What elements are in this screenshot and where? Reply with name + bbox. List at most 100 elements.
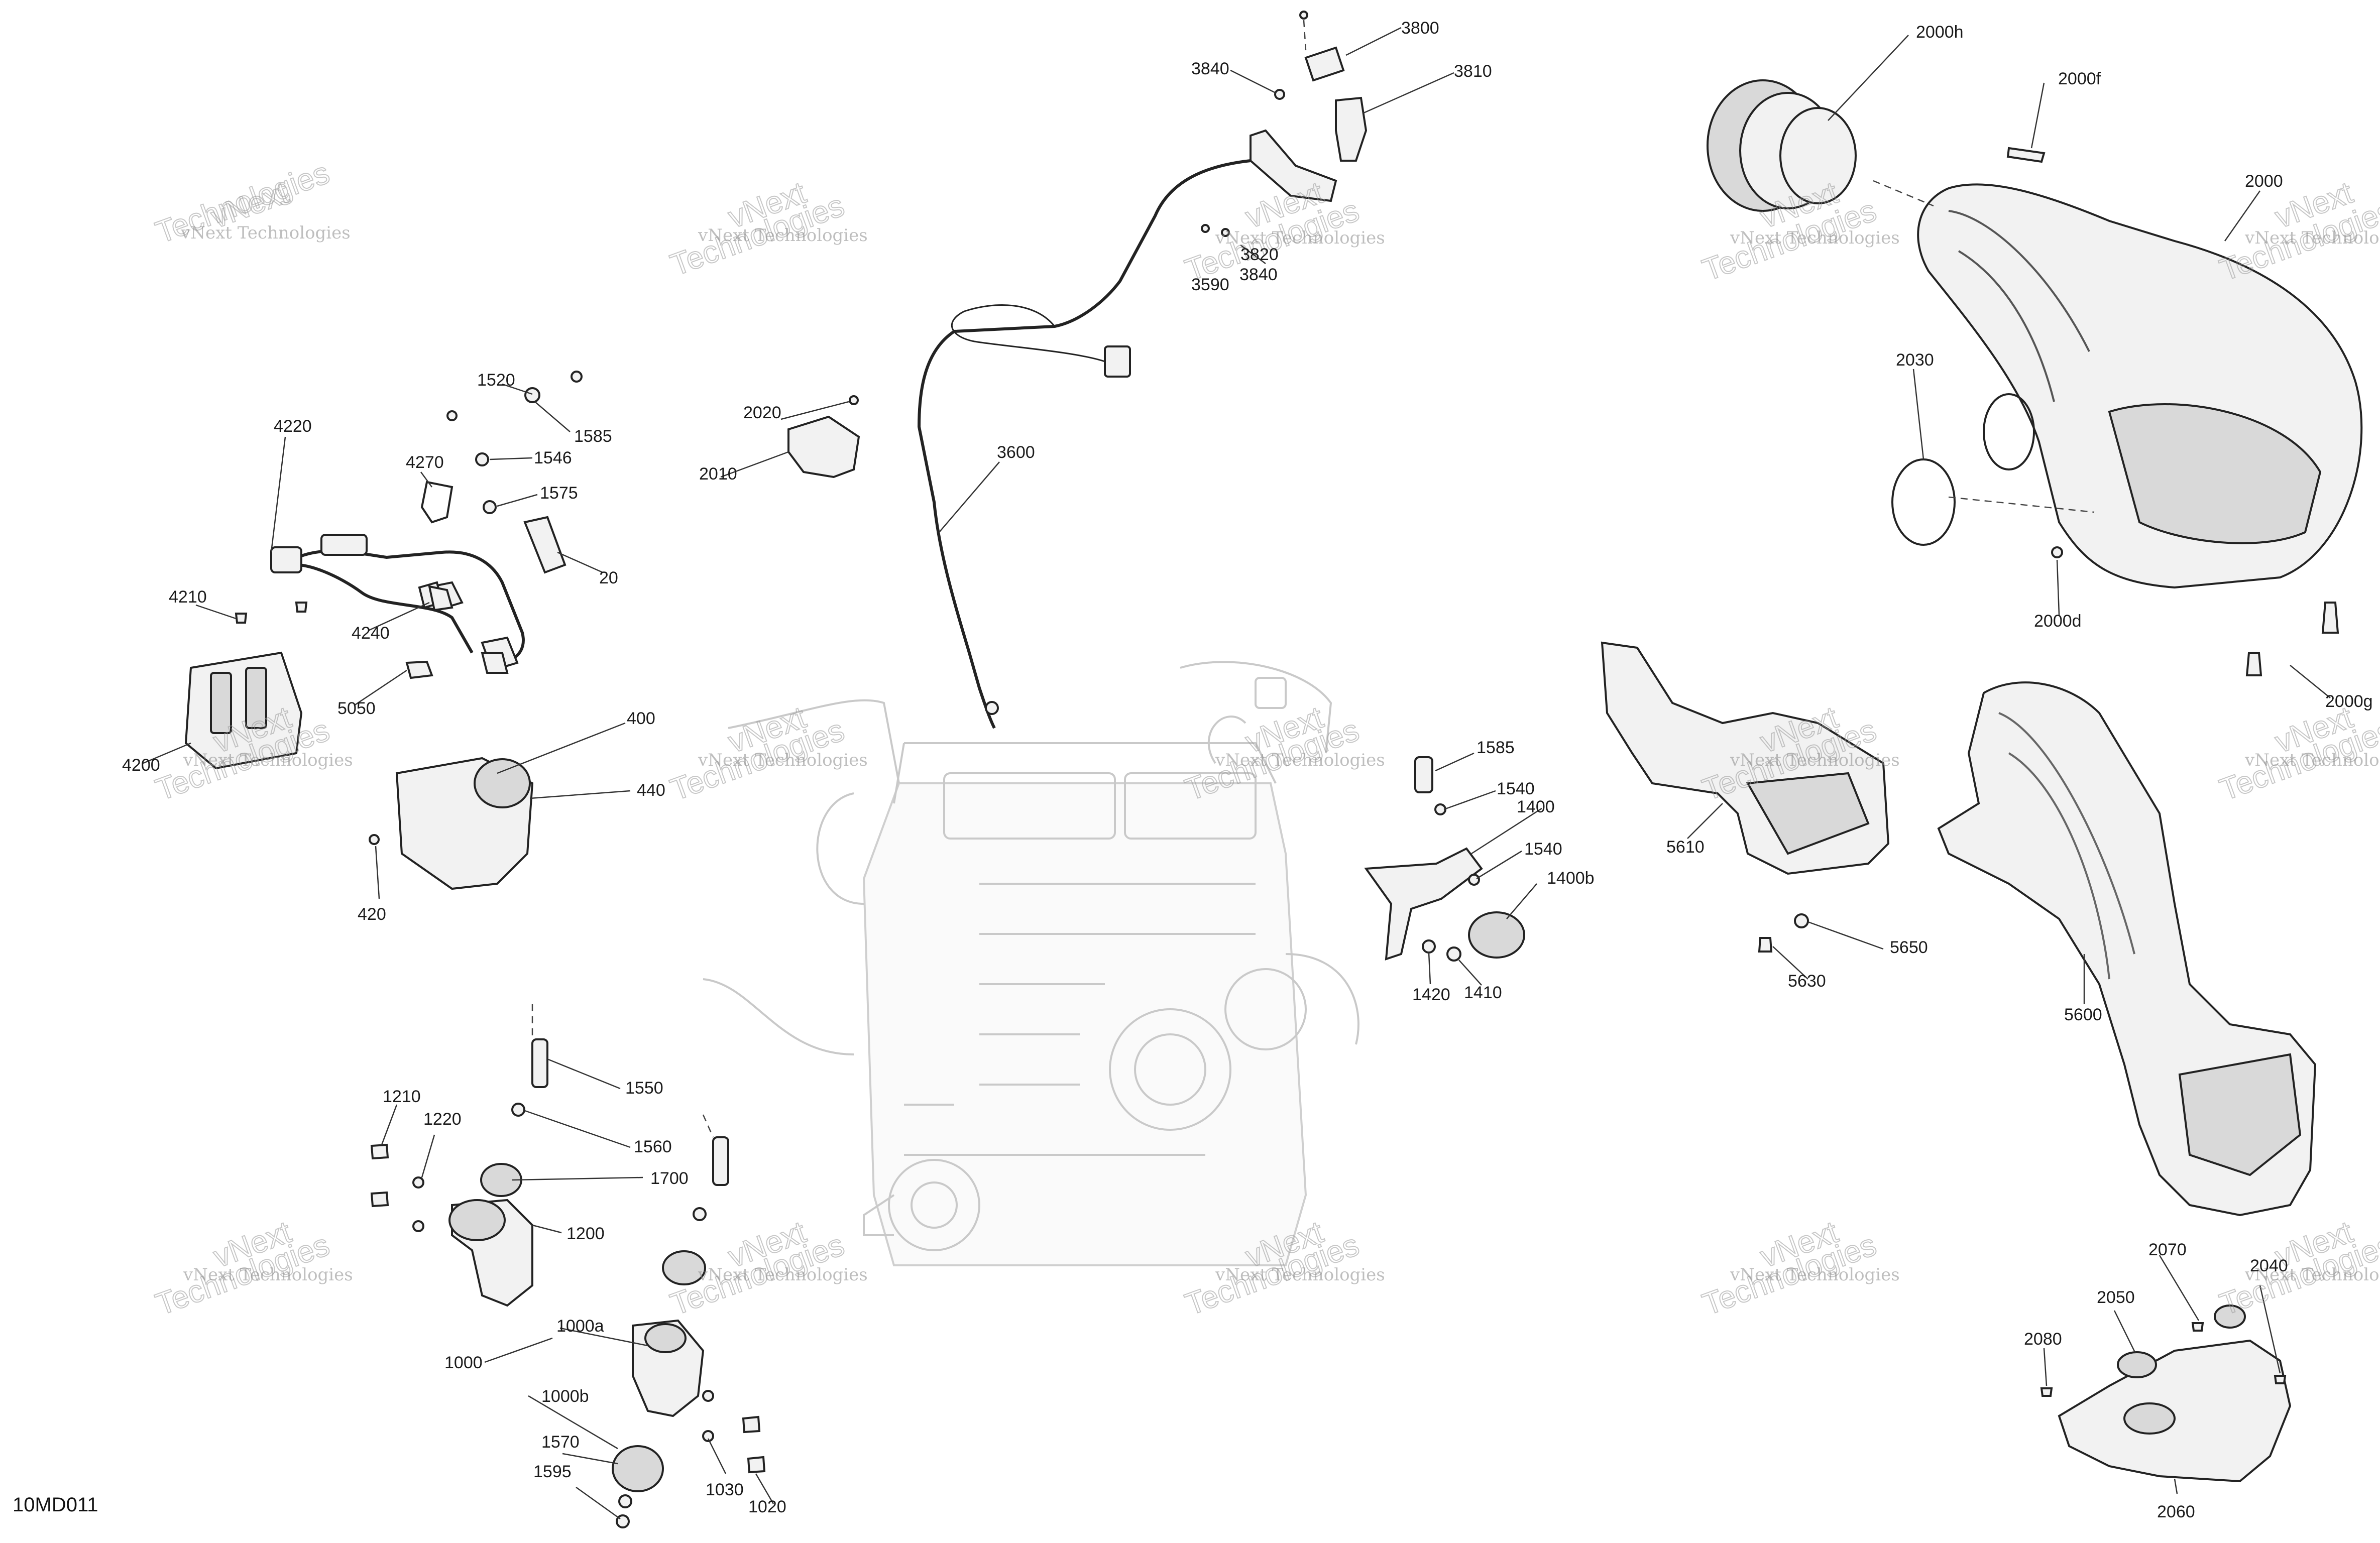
part-1585b [1414, 756, 1433, 793]
callout-5600: 5600 [2064, 1005, 2102, 1024]
callout-2000: 2000 [2245, 172, 2283, 191]
part-4270 [420, 481, 454, 524]
part-1210 [370, 1143, 389, 1160]
callout-2000g: 2000g [2325, 692, 2373, 711]
callout-1220: 1220 [423, 1110, 462, 1129]
callout-1520: 1520 [477, 371, 515, 390]
part-1220 [412, 1176, 424, 1189]
callout-1585: 1585 [1477, 738, 1515, 757]
callout-5610: 5610 [1666, 838, 1705, 857]
airbox-bracket-group [2040, 1304, 2292, 1483]
part-5630 [1758, 937, 1773, 953]
part-1575 [483, 500, 497, 514]
svg-text:vNext Technologies: vNext Technologies [180, 223, 351, 243]
svg-text:vNext Technologies: vNext Technologies [698, 1265, 868, 1285]
part-420 [369, 834, 380, 845]
callout-3600: 3600 [997, 443, 1035, 462]
engine-ghost-illustration [703, 661, 1359, 1266]
callout-2030: 2030 [1896, 350, 1934, 370]
air-intake-box-group [1707, 79, 2363, 676]
part-2060 [2058, 1339, 2292, 1483]
heat-shield-group [1601, 641, 2317, 1217]
callout-1570: 1570 [541, 1433, 580, 1452]
part-4240 [428, 585, 454, 612]
callout-4270: 4270 [406, 453, 444, 472]
callout-1560: 1560 [634, 1137, 672, 1156]
part-2080 [2040, 1387, 2053, 1397]
svg-text:vNext Technologies: vNext Technologies [2244, 750, 2380, 770]
callout-1020: 1020 [748, 1497, 786, 1516]
part-5050 [405, 660, 433, 679]
part-2010 [787, 415, 860, 479]
callout-labels: 3800 3840 3810 3820 3590 3840 3600 2000h… [13, 19, 2373, 1521]
part-3800 [1304, 46, 1345, 82]
svg-text:vNext Technologies: vNext Technologies [1730, 1265, 1900, 1285]
part-2020 [849, 395, 859, 405]
callout-2060: 2060 [2157, 1502, 2195, 1521]
callout-420: 420 [358, 905, 386, 924]
svg-text:vNext Technologies: vNext Technologies [698, 750, 868, 770]
part-2050 [2117, 1351, 2157, 1378]
callout-2000h: 2000h [1916, 23, 1964, 42]
callout-2050: 2050 [2097, 1288, 2135, 1307]
callout-1030: 1030 [706, 1480, 744, 1499]
callout-4220: 4220 [274, 417, 312, 436]
callout-1546: 1546 [534, 448, 572, 467]
ignition-coil-group [184, 371, 583, 770]
part-1410 [1446, 946, 1461, 962]
part-4210 [235, 613, 248, 624]
callout-1400b: 1400b [1547, 869, 1595, 888]
callout-1575: 1575 [540, 484, 578, 503]
part-1420 [1422, 939, 1436, 954]
callout-4240: 4240 [352, 624, 390, 643]
callout-2080: 2080 [2024, 1330, 2062, 1349]
part-1550 [531, 1038, 548, 1088]
svg-text:vNext Technologies: vNext Technologies [1215, 228, 1385, 248]
engine-mount-1400-group [1364, 756, 1525, 962]
callout-1550: 1550 [625, 1079, 663, 1098]
callout-3810: 3810 [1454, 62, 1492, 81]
callout-1585: 1585 [574, 427, 612, 446]
callout-3840: 3840 [1191, 59, 1229, 78]
svg-text:vNext Technologies: vNext Technologies [1730, 750, 1900, 770]
part-1400b [1468, 911, 1525, 959]
part-440 [474, 758, 531, 808]
callout-4200: 4200 [122, 756, 160, 775]
part-2040 [2274, 1375, 2287, 1384]
bracket-2010-group [787, 395, 860, 479]
svg-text:vNext Technologies: vNext Technologies [1215, 750, 1385, 770]
callout-400: 400 [627, 709, 655, 728]
part-2070 [2191, 1322, 2204, 1332]
part-5650 [1794, 913, 1809, 928]
callout-3820: 3820 [1240, 245, 1279, 264]
callout-3590: 3590 [1191, 275, 1229, 294]
part-1520 [524, 387, 540, 403]
part-2000g [2321, 602, 2339, 634]
leader-lines [143, 27, 2331, 1520]
callout-1200: 1200 [566, 1224, 605, 1243]
callout-5650: 5650 [1890, 938, 1928, 957]
harness-bracket [1250, 129, 1337, 202]
svg-text:vNext Technologies: vNext Technologies [1730, 228, 1900, 248]
callout-440: 440 [637, 781, 665, 800]
engine-mount-lower-group [370, 1038, 766, 1528]
diagram-code: 10MD011 [13, 1494, 98, 1516]
harness-bracket-group [917, 11, 1368, 729]
callout-2010: 2010 [699, 464, 737, 484]
part-2000f [2006, 147, 2046, 163]
svg-text:vNext Technologies: vNext Technologies [2244, 1265, 2380, 1285]
part-1030 [742, 1415, 761, 1434]
callout-1540: 1540 [1497, 779, 1535, 798]
part-1560 [693, 1207, 707, 1221]
part-2030 [1891, 458, 1956, 546]
callout-1595: 1595 [533, 1462, 572, 1481]
part-1570 [612, 1445, 664, 1492]
part-1020 [747, 1456, 766, 1474]
callout-2020: 2020 [743, 403, 781, 422]
svg-text:vNext Technologies: vNext Technologies [698, 225, 868, 246]
callout-20: 20 [599, 568, 618, 587]
callout-1420: 1420 [1412, 985, 1450, 1004]
callout-1400: 1400 [1517, 797, 1555, 816]
svg-text:vNext Technologies: vNext Technologies [183, 1265, 353, 1285]
